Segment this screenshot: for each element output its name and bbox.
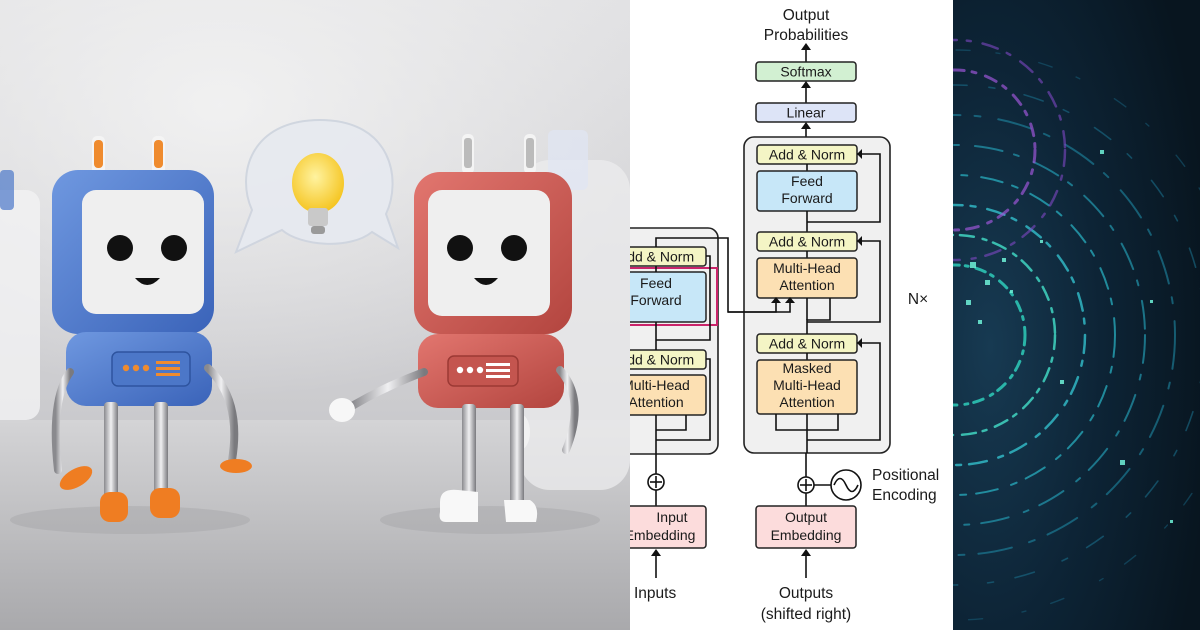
output-embedding-block [755, 505, 857, 549]
robots-panel [0, 0, 630, 630]
mha-label-1: Multi-Head [622, 377, 690, 393]
feed-forward-label-1: Feed [640, 275, 672, 291]
mha-label-2: Attention [628, 394, 683, 410]
mha-label-1: Multi-Head [773, 260, 841, 276]
masked-mha-label-1: Masked [782, 360, 831, 376]
outputs-label-line2: (shifted right) [761, 606, 851, 623]
add-norm-label: Add & Norm [769, 336, 845, 352]
lightbulb-icon [292, 153, 344, 213]
add-norm-label: Add & Norm [769, 234, 845, 250]
masked-mha-label-3: Attention [779, 394, 834, 410]
red-robot [329, 134, 579, 522]
softmax-label: Softmax [780, 64, 831, 80]
idea-bubble [234, 118, 400, 254]
masked-mha-label-2: Multi-Head [773, 377, 841, 393]
add-norm-label: Add & Norm [618, 249, 694, 265]
blue-robot [51, 136, 252, 522]
feed-forward-label-2: Forward [781, 190, 832, 206]
add-norm-label: Add & Norm [618, 352, 694, 368]
mha-label-2: Attention [779, 277, 834, 293]
outputs-label-line1: Outputs [779, 585, 834, 602]
positional-encoding-line1: Positional [872, 467, 939, 484]
output-embedding-label-2: Embedding [771, 527, 842, 543]
input-embedding-label-2: Embedding [625, 527, 696, 543]
add-norm-label: Add & Norm [769, 147, 845, 163]
positional-encoding-line2: Encoding [872, 487, 937, 504]
inputs-label: Inputs [634, 585, 676, 602]
linear-label: Linear [787, 105, 826, 121]
feed-forward-highlight [630, 267, 718, 326]
output-title-line2: Probabilities [764, 27, 849, 44]
output-embedding-label-1: Output [785, 509, 827, 525]
input-embedding-block [630, 505, 707, 549]
input-embedding-label-1: Input [656, 509, 687, 525]
transformer-diagram: Output Probabilities Softmax Linear Add … [618, 0, 953, 630]
feed-forward-label-1: Feed [791, 173, 823, 189]
feed-forward-label-2: Forward [630, 292, 681, 308]
output-title-line1: Output [783, 7, 830, 24]
data-spiral-panel [953, 0, 1200, 630]
repeat-label: N× [908, 291, 928, 308]
